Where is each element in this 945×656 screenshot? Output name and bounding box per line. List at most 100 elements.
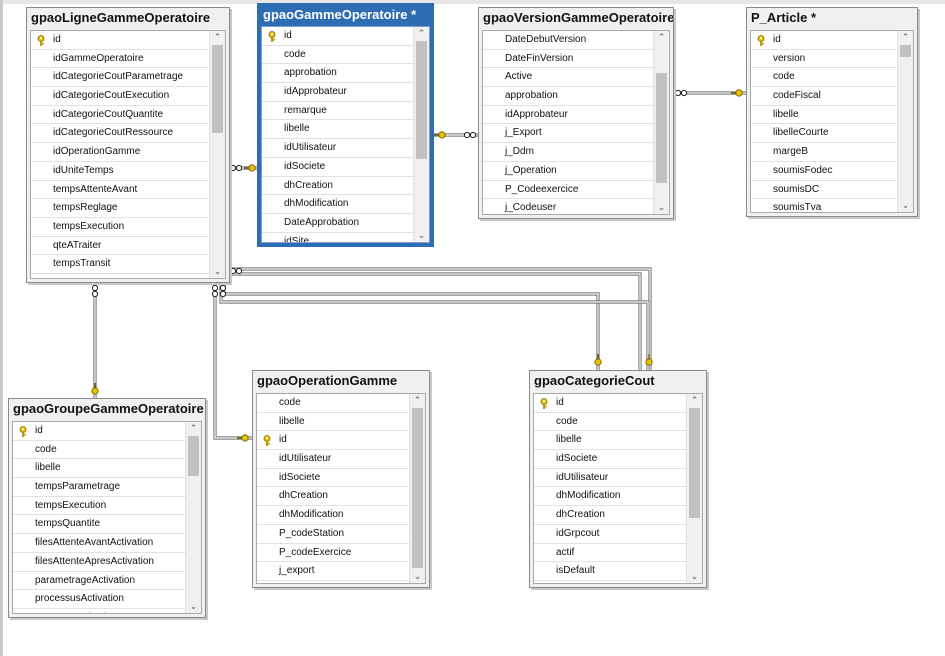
- column-row[interactable]: code: [262, 46, 413, 65]
- column-row[interactable]: dhCreation: [534, 506, 686, 525]
- column-row[interactable]: libelle: [262, 120, 413, 140]
- column-row[interactable]: id: [13, 422, 185, 441]
- column-row[interactable]: idGrpcout: [534, 525, 686, 544]
- column-row[interactable]: tempsTransit: [31, 255, 209, 274]
- scroll-up-icon[interactable]: ⌃: [189, 423, 198, 433]
- column-row[interactable]: approbation: [262, 64, 413, 84]
- column-row[interactable]: j_export: [257, 562, 409, 581]
- column-row[interactable]: filesAttenteAvantActivation: [13, 534, 185, 553]
- scroll-up-icon[interactable]: ⌃: [417, 28, 426, 38]
- scroll-thumb[interactable]: [212, 45, 223, 133]
- column-row[interactable]: libelle: [534, 431, 686, 451]
- column-row[interactable]: id: [262, 27, 413, 46]
- column-row[interactable]: idSociete: [257, 469, 409, 488]
- column-row[interactable]: soumisTva: [751, 199, 897, 212]
- column-row[interactable]: parametrageActivation: [13, 572, 185, 591]
- scroll-down-icon[interactable]: ⌄: [901, 200, 910, 210]
- column-row[interactable]: soumisFodec: [751, 162, 897, 181]
- vertical-scrollbar[interactable]: ⌃⌄: [653, 31, 669, 214]
- scroll-thumb[interactable]: [656, 73, 667, 183]
- vertical-scrollbar[interactable]: ⌃⌄: [897, 31, 913, 212]
- column-row[interactable]: Active: [483, 68, 653, 88]
- scroll-up-icon[interactable]: ⌃: [901, 32, 910, 42]
- column-row[interactable]: DateFinVersion: [483, 50, 653, 69]
- column-row[interactable]: idGammeOperatoire: [31, 50, 209, 69]
- column-row[interactable]: processusActivation: [13, 590, 185, 609]
- column-row[interactable]: idSociete: [534, 450, 686, 469]
- column-row[interactable]: libelle: [751, 106, 897, 125]
- column-row[interactable]: P_Codeexercice: [483, 181, 653, 200]
- vertical-scrollbar[interactable]: ⌃⌄: [185, 422, 201, 613]
- column-row[interactable]: idCategorieCoutExecution: [31, 87, 209, 106]
- scroll-down-icon[interactable]: ⌄: [690, 571, 699, 581]
- scroll-down-icon[interactable]: ⌄: [417, 230, 426, 240]
- column-row[interactable]: tempsAttenteAvant: [31, 181, 209, 200]
- scroll-down-icon[interactable]: ⌄: [213, 266, 222, 276]
- scroll-thumb[interactable]: [412, 408, 423, 568]
- column-row[interactable]: idUtilisateur: [534, 469, 686, 488]
- column-row[interactable]: tempsExecution: [13, 497, 185, 516]
- column-row[interactable]: dhModification: [257, 506, 409, 525]
- column-row[interactable]: libelle: [257, 413, 409, 432]
- scroll-thumb[interactable]: [689, 408, 700, 518]
- column-row[interactable]: libelle: [13, 459, 185, 479]
- scroll-thumb[interactable]: [188, 436, 199, 476]
- column-row[interactable]: id: [257, 431, 409, 451]
- column-row[interactable]: idCategorieCoutParametrage: [31, 68, 209, 88]
- scroll-up-icon[interactable]: ⌃: [690, 395, 699, 405]
- vertical-scrollbar[interactable]: ⌃⌄: [409, 394, 425, 583]
- column-row[interactable]: code: [13, 441, 185, 460]
- column-row[interactable]: approbation: [483, 87, 653, 106]
- column-row[interactable]: j_Ddm: [483, 143, 653, 162]
- column-row[interactable]: idUniteTemps: [31, 162, 209, 181]
- column-row[interactable]: qteATraiter: [31, 237, 209, 256]
- scroll-thumb[interactable]: [900, 45, 911, 57]
- scroll-up-icon[interactable]: ⌃: [213, 32, 222, 42]
- vertical-scrollbar[interactable]: ⌃⌄: [209, 31, 225, 278]
- column-row[interactable]: code: [751, 68, 897, 88]
- column-row[interactable]: isOperation: [534, 581, 686, 583]
- column-row[interactable]: tempsReglage: [31, 199, 209, 218]
- column-row[interactable]: dhCreation: [262, 177, 413, 196]
- column-row[interactable]: idSite: [262, 233, 413, 242]
- column-row[interactable]: dhModification: [262, 195, 413, 214]
- column-row[interactable]: id: [31, 31, 209, 50]
- vertical-scrollbar[interactable]: ⌃⌄: [686, 394, 702, 583]
- column-row[interactable]: libelleCourte: [751, 124, 897, 144]
- column-row[interactable]: dhModification: [534, 487, 686, 507]
- column-row[interactable]: idOperationGamme: [31, 143, 209, 162]
- column-row[interactable]: isDefault: [534, 562, 686, 581]
- column-row[interactable]: j_ddm: [257, 581, 409, 583]
- column-row[interactable]: id: [751, 31, 897, 50]
- column-row[interactable]: remarque: [262, 102, 413, 121]
- column-row[interactable]: code: [257, 394, 409, 413]
- column-row[interactable]: j_Operation: [483, 162, 653, 181]
- column-row[interactable]: idApprobateur: [483, 106, 653, 125]
- column-row[interactable]: DateDebutVersion: [483, 31, 653, 50]
- column-row[interactable]: codeFiscal: [751, 87, 897, 106]
- column-row[interactable]: soumisDC: [751, 181, 897, 200]
- column-row[interactable]: idApprobateur: [262, 83, 413, 102]
- column-row[interactable]: DateApprobation: [262, 214, 413, 233]
- column-row[interactable]: P_codeStation: [257, 525, 409, 544]
- column-row[interactable]: idUtilisateur: [262, 139, 413, 158]
- column-row[interactable]: j_Export: [483, 124, 653, 144]
- column-row[interactable]: dhCreation: [257, 487, 409, 507]
- scroll-down-icon[interactable]: ⌄: [413, 571, 422, 581]
- column-row[interactable]: j_Codeuser: [483, 199, 653, 214]
- vertical-scrollbar[interactable]: ⌃⌄: [413, 27, 429, 242]
- column-row[interactable]: P_codeExercice: [257, 544, 409, 563]
- table-gpaoVersionGammeOperatoire[interactable]: gpaoVersionGammeOperatoire DateDebutVers…: [478, 7, 674, 219]
- column-row[interactable]: tempsExecution: [31, 218, 209, 237]
- scroll-thumb[interactable]: [416, 41, 427, 159]
- column-row[interactable]: idCategorieCoutQuantite: [31, 106, 209, 125]
- column-row[interactable]: version: [751, 50, 897, 69]
- scroll-down-icon[interactable]: ⌄: [189, 601, 198, 611]
